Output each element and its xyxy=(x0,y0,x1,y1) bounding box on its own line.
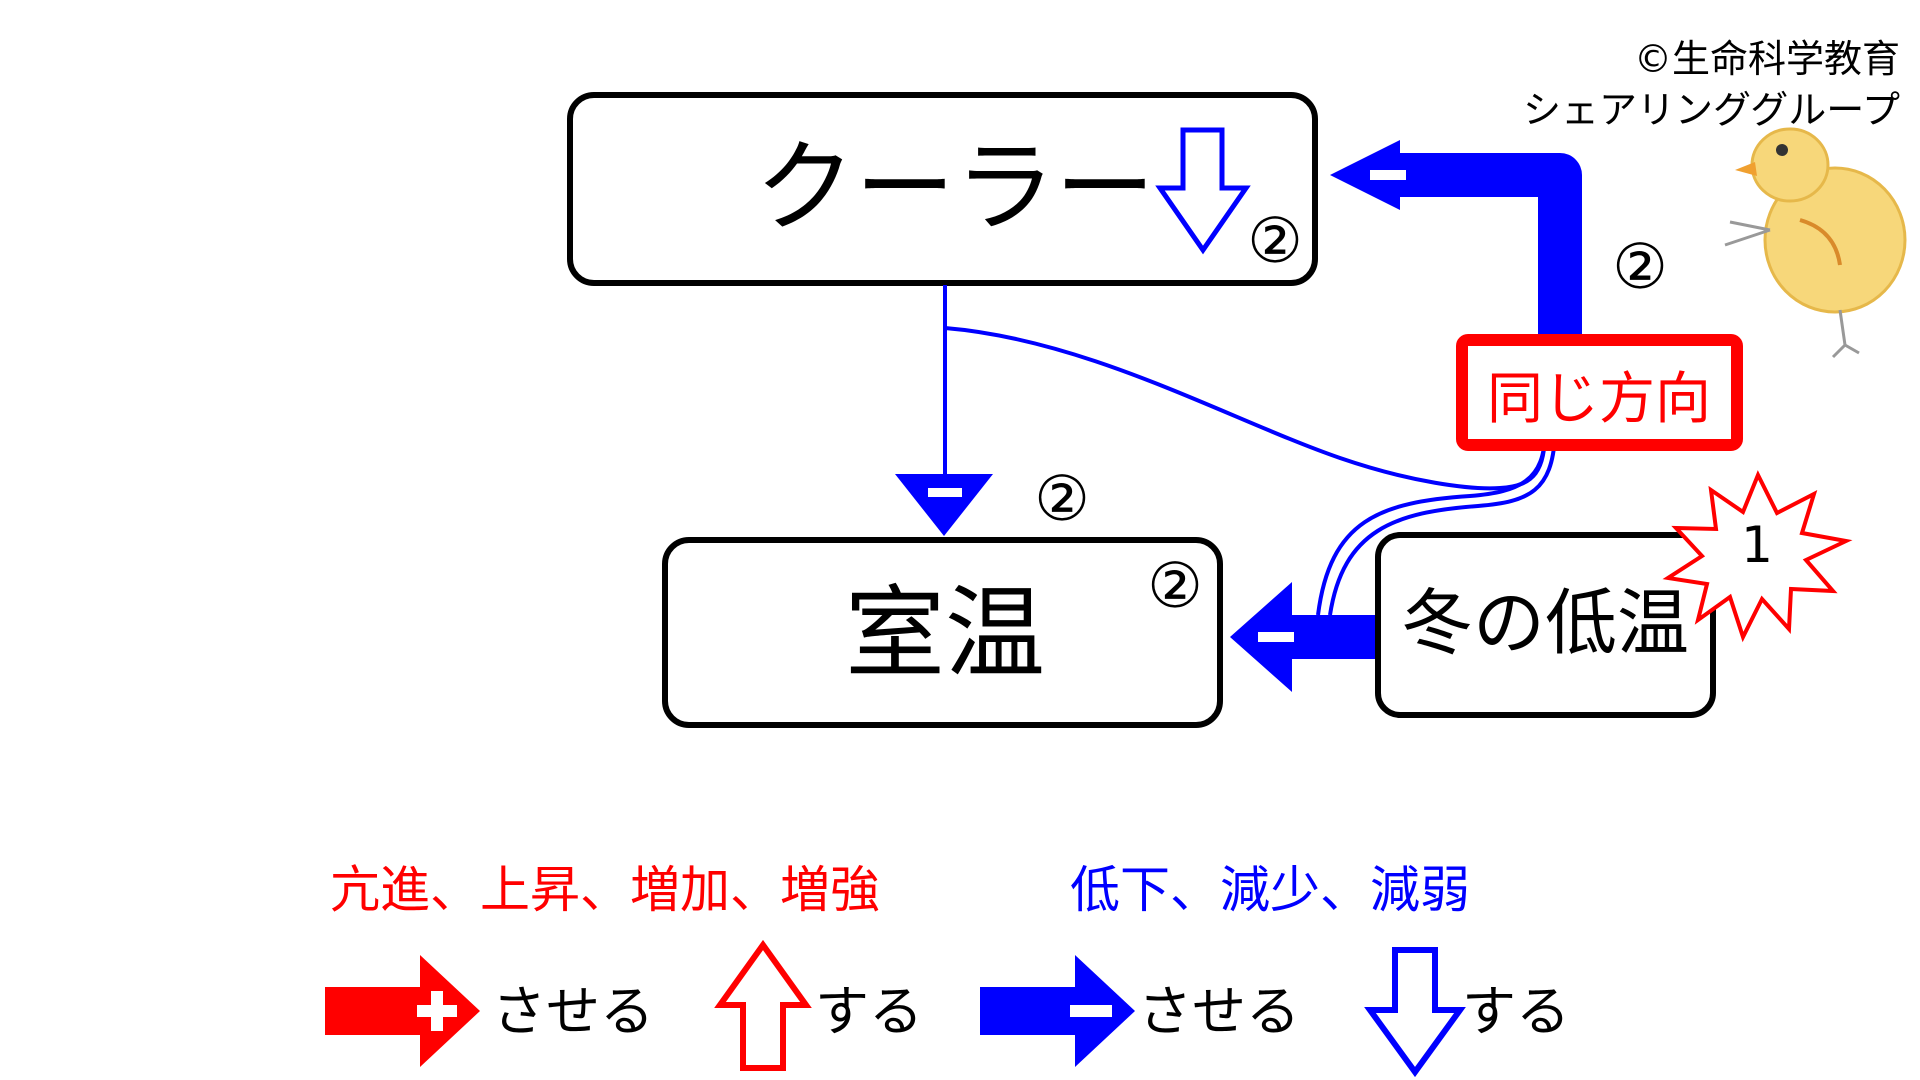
legend-blue-words: 低下、減少、減弱 xyxy=(1070,861,1470,919)
cooler-decrease-arrow-icon xyxy=(1155,127,1251,255)
legend-plus-arrow-text: させる xyxy=(492,980,654,1043)
legend-red-words: 亢進、上昇、増加、増強 xyxy=(330,861,880,919)
winter-to-room-minus-icon xyxy=(1258,632,1294,642)
legend-minus-arrow-icon xyxy=(980,955,1135,1067)
feedback-step-number: ② xyxy=(1612,230,1668,303)
cooler-box xyxy=(567,92,1318,286)
same-direction-box xyxy=(1456,334,1743,451)
legend-down-arrow-icon xyxy=(1364,947,1466,1078)
influence-curve-lower-a xyxy=(1316,431,1547,616)
influence-curve-lower-b xyxy=(1328,435,1557,616)
cooler-label: クーラー xyxy=(755,129,1155,246)
same-direction-label: 同じ方向 xyxy=(1487,367,1711,432)
legend-minus-arrow-text: させる xyxy=(1138,980,1300,1043)
winter-cold-box xyxy=(1375,532,1716,718)
chick-illustration xyxy=(1724,127,1907,359)
copyright-line1: ©生命科学教育 xyxy=(1634,37,1900,81)
room-temp-step-badge: ② xyxy=(1147,549,1203,622)
trigger-starburst-icon xyxy=(1662,470,1853,643)
legend-up-arrow-text: する xyxy=(815,980,923,1043)
cooler-step-badge: ② xyxy=(1247,204,1303,277)
down-arrow-step-number: ② xyxy=(1034,462,1090,535)
feedback-arrow xyxy=(1392,153,1582,335)
legend-down-arrow-text: する xyxy=(1462,980,1570,1043)
feedback-minus-icon xyxy=(1370,170,1406,180)
cooler-to-room-minus-icon xyxy=(928,488,962,497)
copyright-line2: シェアリンググループ xyxy=(1523,88,1900,132)
winter-cold-label: 冬の低温 xyxy=(1401,581,1689,665)
cooler-to-room-arrowhead xyxy=(895,474,993,536)
feedback-arrowhead xyxy=(1330,140,1400,210)
room-temp-label: 室温 xyxy=(845,575,1045,692)
winter-to-room-arrow-shaft xyxy=(1290,615,1380,659)
trigger-step-number: 1 xyxy=(1741,516,1773,574)
room-temp-box xyxy=(662,537,1223,728)
legend-up-arrow-icon xyxy=(714,939,812,1071)
legend-plus-arrow-icon xyxy=(325,955,480,1067)
